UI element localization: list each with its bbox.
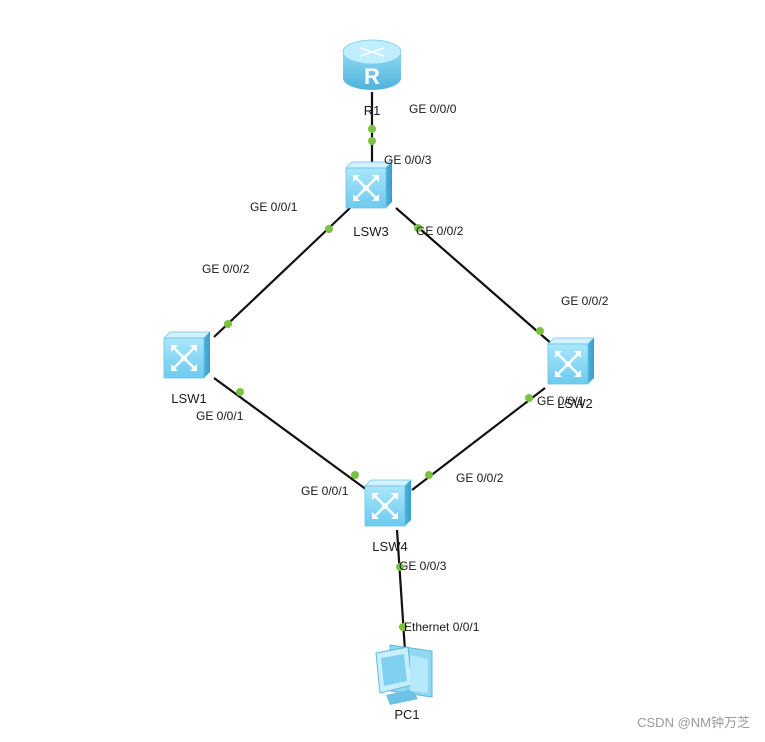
- port-labels: GE 0/0/0 GE 0/0/3 GE 0/0/1 GE 0/0/2 GE 0…: [196, 102, 609, 634]
- device-label-pc1: PC1: [394, 707, 419, 722]
- port-label-lsw3-ge002: GE 0/0/2: [416, 224, 464, 238]
- port-label-lsw4-ge003: GE 0/0/3: [399, 559, 447, 573]
- port-label-pc1-eth001: Ethernet 0/0/1: [404, 620, 480, 634]
- device-label-lsw4: LSW4: [372, 539, 407, 554]
- port-label-lsw1-ge001: GE 0/0/1: [196, 409, 244, 423]
- link-lsw3-lsw2: [395, 207, 554, 346]
- port-label-lsw3-ge003: GE 0/0/3: [384, 153, 432, 167]
- router-r1[interactable]: R R1: [342, 39, 402, 118]
- port-dot: [425, 471, 433, 479]
- link-lsw1-lsw4: [213, 377, 368, 491]
- switch-lsw4[interactable]: LSW4: [363, 478, 413, 554]
- device-label-lsw3: LSW3: [353, 224, 388, 239]
- port-dot: [351, 471, 359, 479]
- port-label-lsw3-ge001: GE 0/0/1: [250, 200, 298, 214]
- port-label-lsw4-ge001: GE 0/0/1: [301, 484, 349, 498]
- router-icon: R: [342, 39, 402, 90]
- port-dot: [525, 394, 533, 402]
- port-label-lsw4-ge002: GE 0/0/2: [456, 471, 504, 485]
- port-label-lsw2-ge001: GE 0/0/1: [537, 394, 585, 408]
- port-dot: [414, 224, 422, 232]
- port-label-lsw2-ge002: GE 0/0/2: [561, 294, 609, 308]
- device-label-lsw1: LSW1: [171, 391, 206, 406]
- port-dot: [325, 225, 333, 233]
- port-label-lsw1-ge002: GE 0/0/2: [202, 262, 250, 276]
- port-dots: [224, 125, 544, 631]
- switch-icon: [363, 478, 413, 528]
- pc-icon: [375, 644, 433, 705]
- port-dot: [396, 563, 404, 571]
- switch-icon: [546, 336, 596, 386]
- switch-lsw3[interactable]: LSW3: [344, 160, 394, 239]
- device-label-lsw2: LSW2: [557, 396, 592, 411]
- port-dot: [399, 623, 407, 631]
- port-dot: [224, 320, 232, 328]
- pc-pc1[interactable]: PC1: [375, 644, 433, 722]
- device-label-r1: R1: [364, 103, 381, 118]
- watermark: CSDN @NM钟万芝: [637, 715, 750, 730]
- switch-icon: [162, 330, 212, 380]
- port-dot: [536, 327, 544, 335]
- port-label-r1-ge000: GE 0/0/0: [409, 102, 457, 116]
- port-dot: [236, 388, 244, 396]
- switch-lsw2[interactable]: LSW2: [546, 336, 596, 411]
- port-dot: [368, 137, 376, 145]
- svg-text:R: R: [364, 64, 380, 89]
- link-lsw2-lsw4: [411, 387, 546, 491]
- switch-lsw1[interactable]: LSW1: [162, 330, 212, 406]
- port-dot: [368, 125, 376, 133]
- switch-icon: [344, 160, 394, 210]
